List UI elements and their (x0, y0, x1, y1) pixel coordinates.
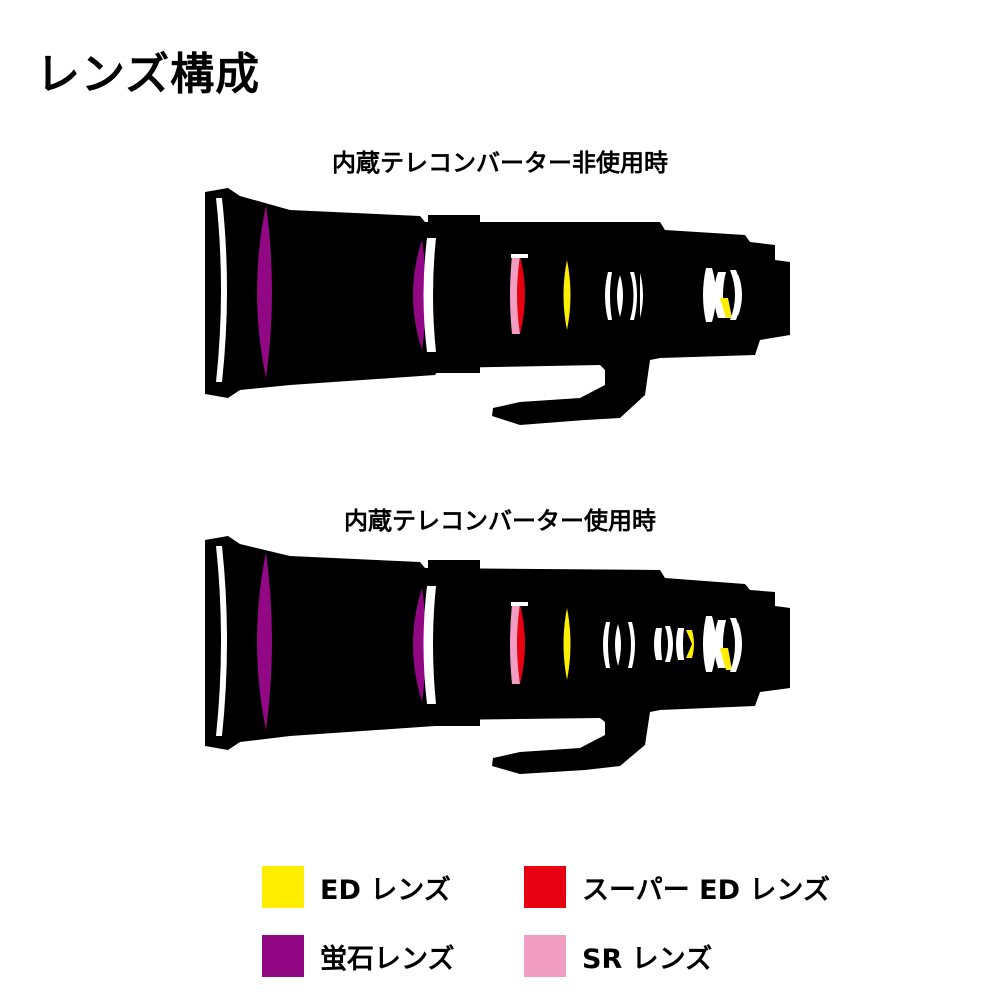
legend-label-sr: SR レンズ (582, 943, 713, 975)
diagram-caption-with-teleconverter: 内蔵テレコンバーター使用時 (344, 507, 656, 535)
clear-lens-element (423, 238, 436, 352)
legend-swatch-ed (262, 866, 304, 908)
clear-lens-element (511, 254, 528, 258)
lens-body-silhouette (205, 536, 790, 774)
ed-lens-element (563, 608, 571, 680)
legend-item-sr: SR レンズ (524, 934, 712, 978)
page-title: レンズ構成 (36, 49, 261, 100)
fluorite-lens-element (257, 552, 272, 730)
fluorite-lens-element (257, 205, 272, 378)
legend-label-super-ed: スーパー ED レンズ (582, 874, 830, 906)
clear-lens-element (423, 586, 436, 704)
sr-lens-element (510, 604, 520, 684)
ed-lens-element (563, 260, 571, 330)
fluorite-lens-element (413, 588, 426, 702)
legend-item-fluorite: 蛍石レンズ (262, 934, 454, 978)
legend-item-super-ed: スーパー ED レンズ (524, 865, 830, 909)
lens-diagram-with-teleconverter (205, 536, 790, 774)
legend-item-ed: ED レンズ (262, 865, 451, 909)
rear-lens-group (703, 268, 742, 322)
clear-lens-group (605, 272, 643, 320)
front-glass-element (216, 198, 227, 382)
sr-lens-element (510, 256, 520, 334)
lens-diagram-without-teleconverter (205, 188, 790, 425)
teleconverter-lens-group (654, 626, 694, 662)
legend-swatch-fluorite (262, 935, 304, 977)
legend-swatch-sr (524, 935, 566, 977)
lens-body-silhouette (205, 188, 790, 425)
fluorite-lens-element (413, 240, 426, 350)
super-ed-lens-element (517, 256, 525, 334)
clear-lens-group (603, 622, 635, 668)
legend-swatch-super-ed (524, 866, 566, 908)
legend: ED レンズ スーパー ED レンズ 蛍石レンズ SR レンズ (0, 860, 1000, 990)
legend-label-ed: ED レンズ (320, 874, 451, 906)
diagram-caption-without-teleconverter: 内蔵テレコンバーター非使用時 (332, 149, 668, 177)
super-ed-lens-element (517, 604, 525, 684)
legend-label-fluorite: 蛍石レンズ (320, 943, 455, 975)
rear-lens-group (703, 616, 742, 672)
front-glass-element (216, 546, 227, 736)
clear-lens-element (511, 602, 528, 606)
